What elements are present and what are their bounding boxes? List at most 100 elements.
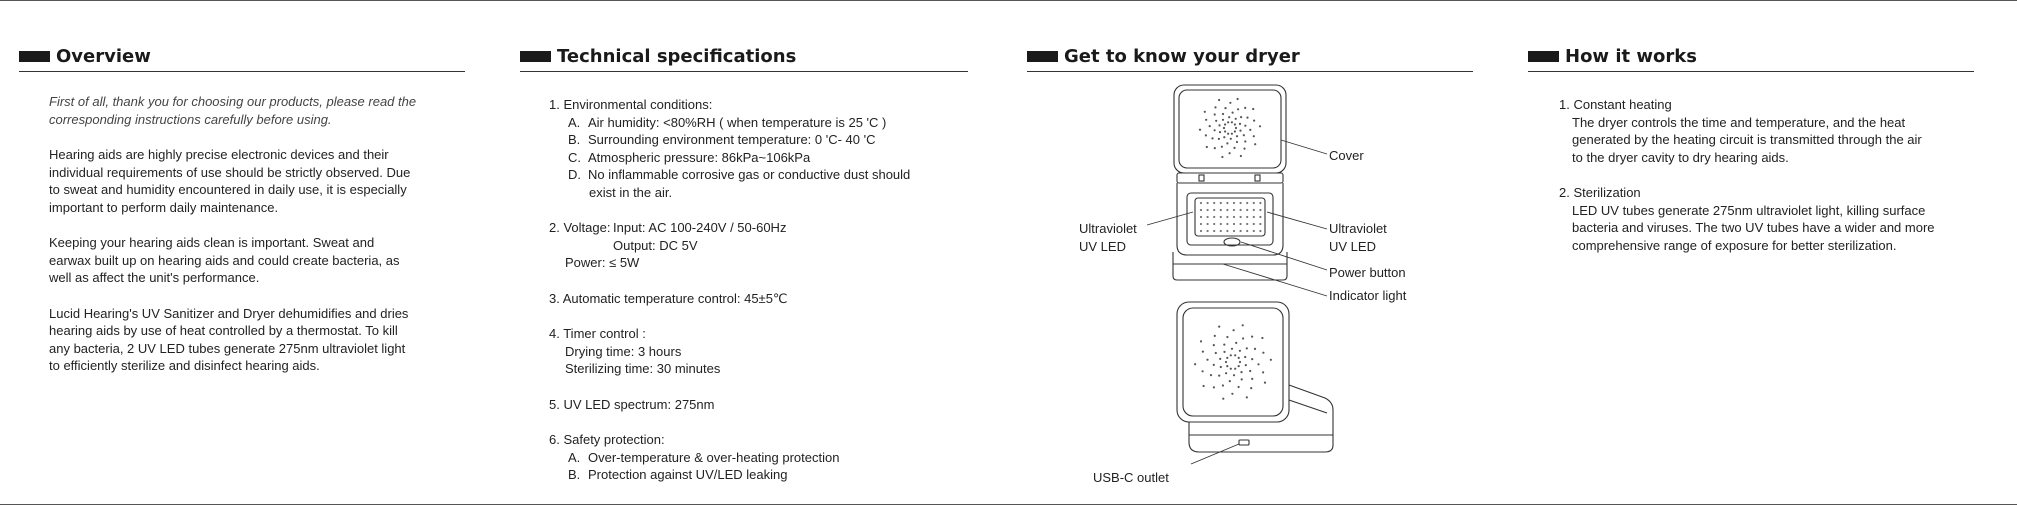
vent-dot <box>1236 97 1239 101</box>
label-uv-left: Ultraviolet <box>1079 221 1137 236</box>
led-dot <box>1232 201 1236 205</box>
led-dot <box>1206 222 1209 226</box>
led-dot <box>1232 215 1236 219</box>
led-dot <box>1239 208 1242 212</box>
led-dot <box>1239 201 1242 205</box>
led-dot <box>1226 229 1229 233</box>
vent-dot <box>1229 137 1232 140</box>
vent-dot <box>1258 125 1262 128</box>
led-dot <box>1206 201 1209 205</box>
how-step-line: generated by the heating circuit is tran… <box>1572 132 1922 147</box>
led-dot <box>1199 229 1203 233</box>
vent-dot <box>1215 119 1218 122</box>
vent-dot <box>1261 336 1264 340</box>
lower-cover <box>1176 301 1290 423</box>
vent-dot <box>1245 347 1248 350</box>
vent-dot <box>1237 385 1240 389</box>
spec-uv: 5. UV LED spectrum: 275nm <box>549 396 715 412</box>
vent-dot <box>1208 125 1211 128</box>
vent-dot <box>1227 132 1230 135</box>
paragraph-line: to efficiently sterilize and disinfect h… <box>49 358 320 373</box>
led-dot <box>1239 229 1242 233</box>
spec-safety: 6. Safety protection: A.Over-temperature… <box>549 431 968 484</box>
vent-dot <box>1237 365 1240 368</box>
led-dot <box>1219 208 1222 212</box>
led-dot <box>1259 229 1262 233</box>
spec-subitem: A.Over-temperature & over-heating protec… <box>568 449 840 465</box>
how-step-line: to the dryer cavity to dry hearing aids. <box>1572 149 1789 165</box>
vent-dot <box>1213 334 1216 337</box>
how-title: How it works <box>1565 45 1697 67</box>
vent-dot <box>1242 134 1245 137</box>
how-step-line: bacteria and viruses. The two UV tubes h… <box>1572 220 1935 235</box>
vent-dot <box>1244 355 1247 359</box>
how-step-line: The dryer controls the time and temperat… <box>1572 114 1906 130</box>
vent-dot <box>1241 324 1244 327</box>
vent-dot <box>1249 128 1252 131</box>
vent-dot <box>1239 129 1242 132</box>
vent-dot <box>1234 117 1237 120</box>
spec-title: 6. Safety protection: <box>549 432 665 447</box>
vent-dot <box>1228 116 1231 119</box>
label-cover: Cover <box>1329 148 1364 163</box>
vent-dot <box>1231 392 1234 395</box>
paragraph-line: any bacteria, 2 UV LED tubes generate 27… <box>49 340 406 356</box>
inner-chamber <box>1186 192 1274 246</box>
vent-dot <box>1251 377 1254 380</box>
led-dot <box>1226 208 1229 212</box>
led-dot <box>1199 201 1203 205</box>
led-dot <box>1226 215 1229 219</box>
vent-dot <box>1209 374 1213 377</box>
led-dot <box>1213 208 1216 212</box>
vent-dot <box>1221 155 1224 159</box>
vent-dot <box>1206 358 1209 361</box>
dryer-illustration <box>1146 84 1334 465</box>
led-dot <box>1259 201 1262 205</box>
led-dot <box>1232 208 1236 212</box>
how-panel: How it works 1. Constant heating The dry… <box>1528 44 1974 254</box>
label-power-button: Power button <box>1329 265 1406 280</box>
vent-dot <box>1231 111 1234 114</box>
vent-dot <box>1218 98 1221 102</box>
vent-dot <box>1257 363 1260 366</box>
paragraph-line: important to perform daily maintenance. <box>49 199 279 215</box>
vent-dot <box>1194 363 1197 366</box>
vent-dot <box>1223 350 1226 353</box>
spec-temperature: 3. Automatic temperature control: 45±5℃ <box>549 290 788 306</box>
vent-dot <box>1238 349 1241 352</box>
label-uv-right: Ultraviolet <box>1329 221 1387 236</box>
dryer-title: Get to know your dryer <box>1064 45 1300 67</box>
vent-dot <box>1224 123 1227 126</box>
vent-dot <box>1213 113 1216 116</box>
vent-dot <box>1235 140 1239 144</box>
led-dot <box>1252 201 1255 205</box>
spec-subitem: C.Atmospheric pressure: 86kPa~106kPa <box>568 149 811 165</box>
vent-dot <box>1228 380 1231 383</box>
vent-dot <box>1229 101 1232 104</box>
led-dot <box>1252 229 1255 233</box>
vent-dot <box>1211 137 1214 140</box>
vent-dot <box>1253 119 1256 122</box>
vent-dot <box>1222 397 1225 400</box>
power-spec: Power: ≤ 5W <box>565 255 640 270</box>
vent-dot <box>1233 146 1236 149</box>
paragraph-line: Hearing aids are highly precise electron… <box>49 147 389 162</box>
led-dot <box>1219 229 1222 233</box>
vent-dot <box>1198 128 1202 131</box>
led-dot <box>1213 201 1216 205</box>
led-dot <box>1219 201 1222 205</box>
heading-bar <box>1528 50 1559 62</box>
vent-dot <box>1201 350 1204 353</box>
spec-subitem: A.Air humidity: <80%RH ( when temperatur… <box>568 114 887 130</box>
vent-dot <box>1221 384 1224 387</box>
vent-dot <box>1201 370 1204 373</box>
voltage-input: Input: AC 100-240V / 50-60Hz <box>613 220 787 235</box>
led-dot <box>1246 208 1249 212</box>
vent-dot <box>1262 371 1265 374</box>
vent-dot <box>1238 360 1242 364</box>
vent-dot <box>1199 340 1203 343</box>
led-dot <box>1219 215 1222 219</box>
vent-dot <box>1229 354 1232 357</box>
vent-dot <box>1226 365 1229 368</box>
led-dot <box>1239 215 1242 219</box>
